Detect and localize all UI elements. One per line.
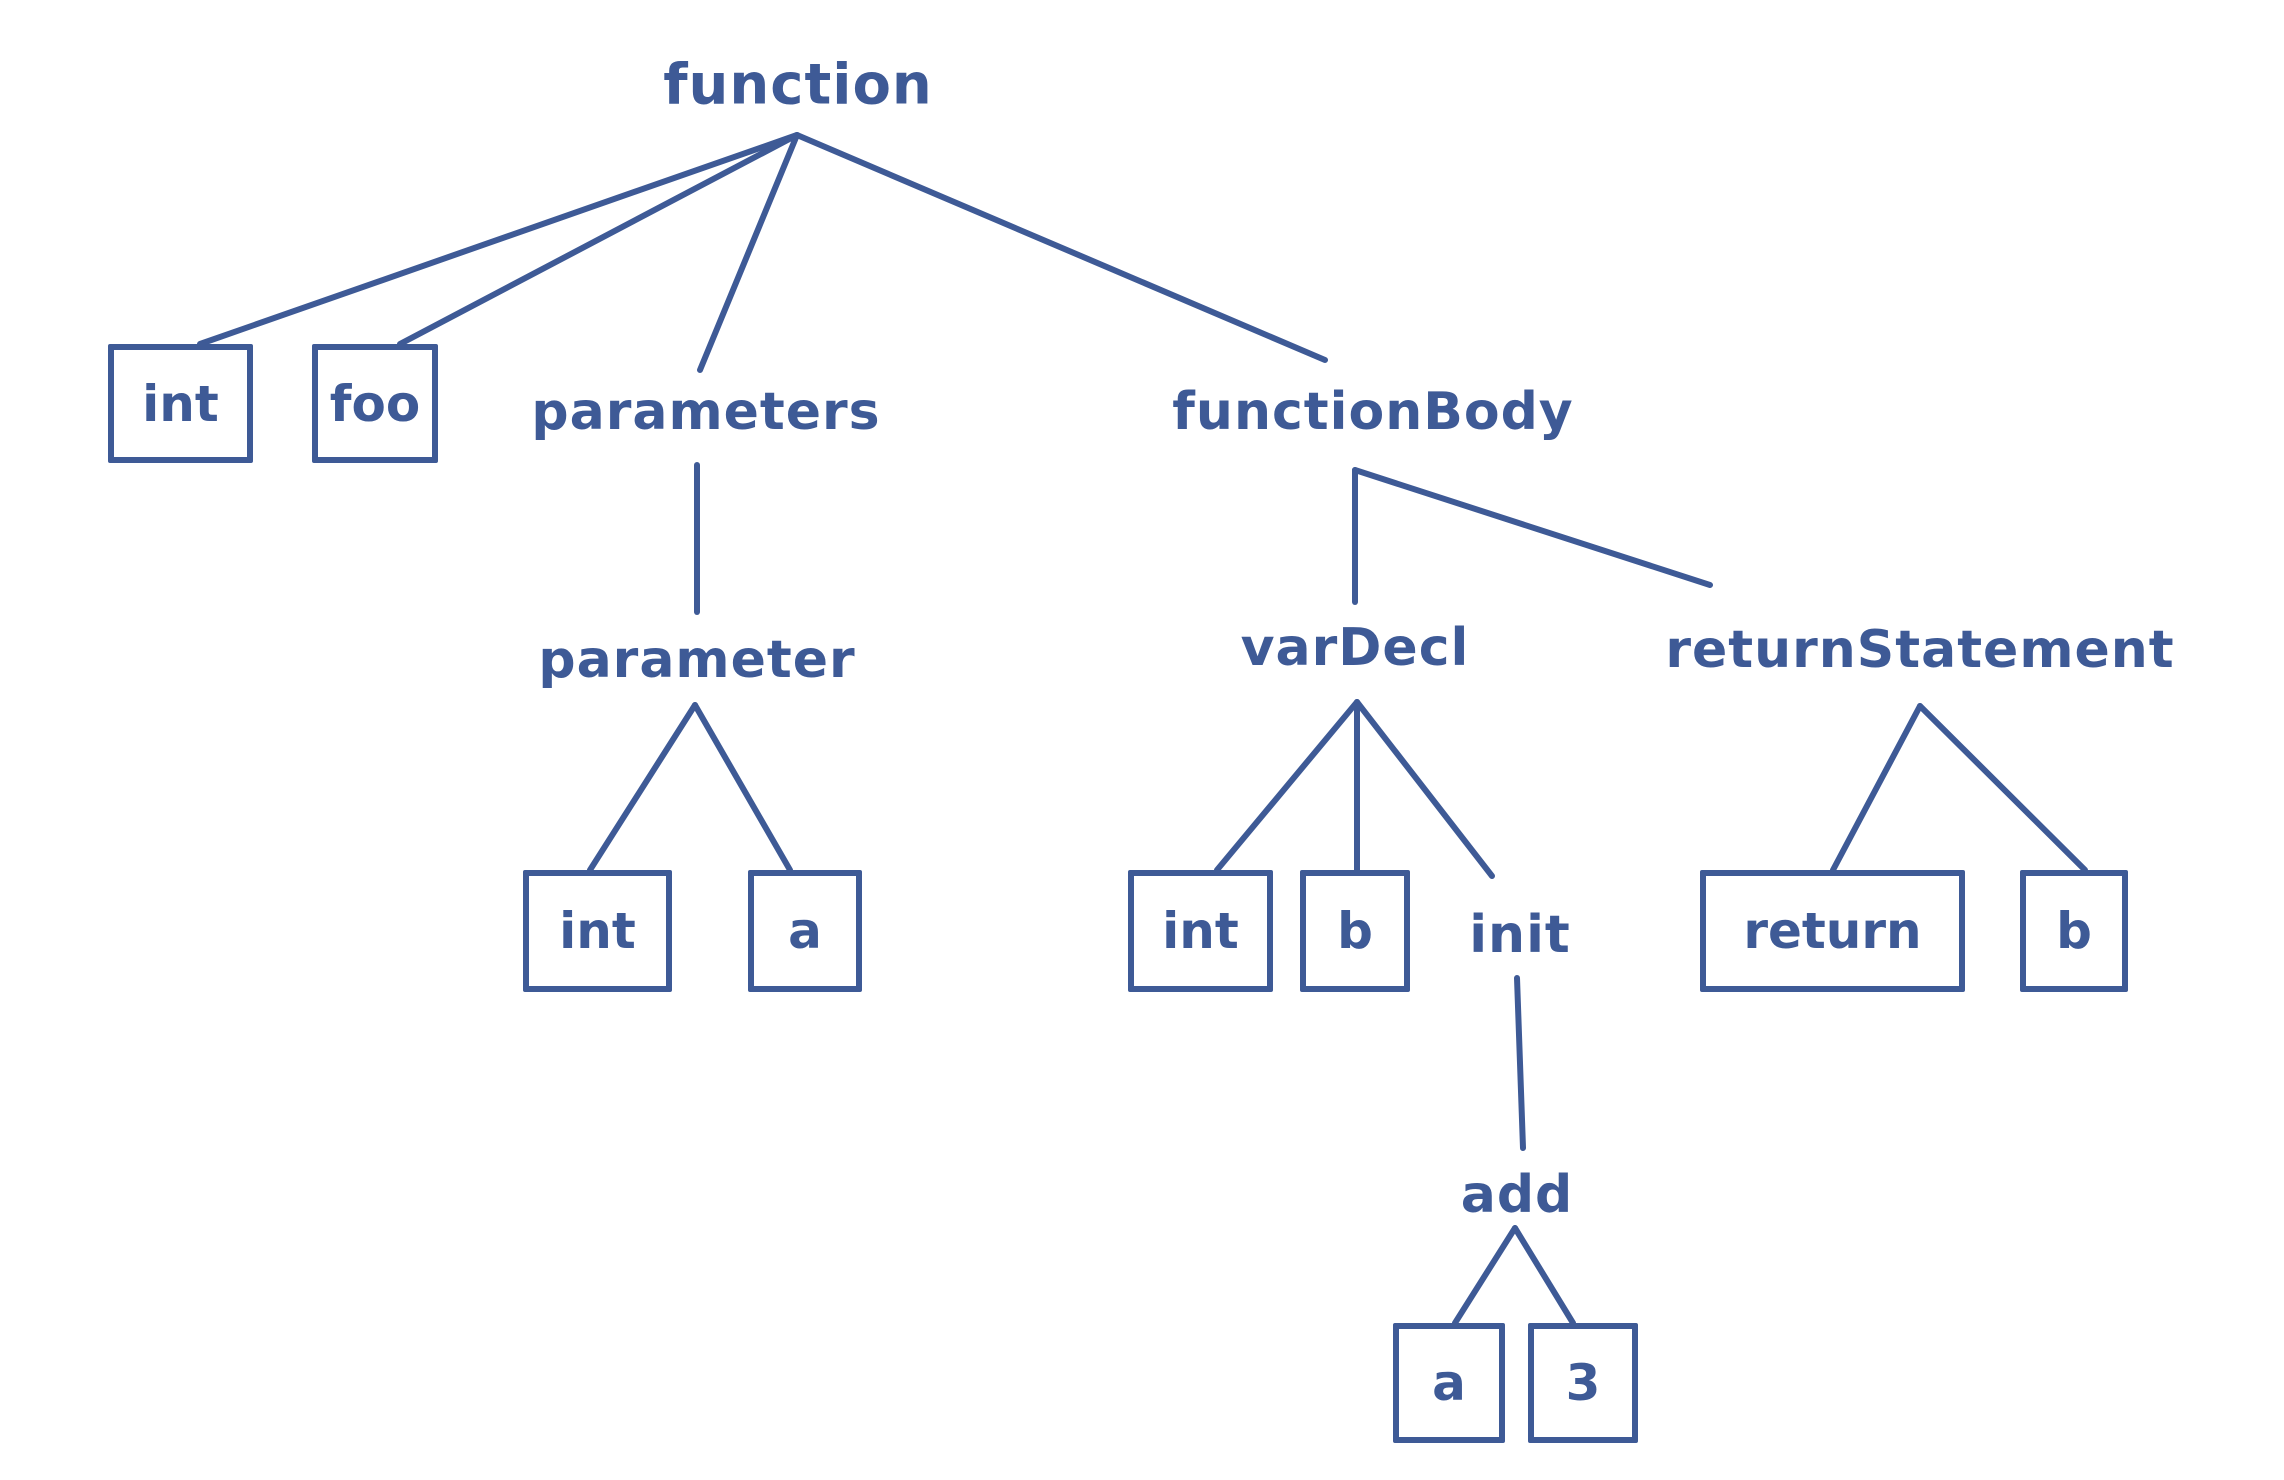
- edge-vardecl-int: [1214, 699, 1360, 873]
- tree-node-a-param: a: [748, 870, 862, 992]
- edge-function-functionbody: [794, 132, 1328, 363]
- edge-returnstatement-return: [1830, 703, 1923, 873]
- edge-function-parameters: [697, 132, 800, 373]
- tree-node-returnstatement: returnStatement: [1665, 620, 2175, 680]
- tree-node-add: add: [1460, 1165, 1574, 1225]
- edge-vardecl-init: [1354, 699, 1495, 879]
- tree-node-a-operand: a: [1393, 1323, 1505, 1443]
- tree-node-vardecl: varDecl: [1240, 618, 1470, 678]
- edge-functionbody-returnstatement: [1352, 467, 1713, 588]
- tree-node-return-keyword: return: [1700, 870, 1965, 992]
- tree-node-init: init: [1469, 905, 1571, 965]
- tree-node-function: function: [663, 52, 933, 118]
- edge-function-foo: [397, 132, 800, 347]
- edge-function-int: [197, 132, 800, 347]
- tree-node-b-var: b: [1300, 870, 1410, 992]
- edge-add-a: [1452, 1225, 1518, 1326]
- tree-node-int-var-type: int: [1128, 870, 1273, 992]
- edge-parameter-int: [587, 702, 698, 873]
- tree-node-int-return-type: int: [108, 344, 253, 463]
- tree-node-3-operand: 3: [1528, 1323, 1638, 1443]
- tree-node-functionbody: functionBody: [1172, 382, 1574, 442]
- tree-node-parameter: parameter: [538, 630, 856, 690]
- edge-init-add: [1514, 975, 1526, 1151]
- tree-node-b-return-value: b: [2020, 870, 2128, 992]
- tree-node-int-param-type: int: [523, 870, 672, 992]
- edge-add-3: [1512, 1225, 1576, 1326]
- tree-node-parameters: parameters: [531, 382, 881, 442]
- edge-returnstatement-b: [1917, 703, 2088, 873]
- tree-node-foo: foo: [312, 344, 438, 463]
- edge-parameter-a: [692, 702, 793, 873]
